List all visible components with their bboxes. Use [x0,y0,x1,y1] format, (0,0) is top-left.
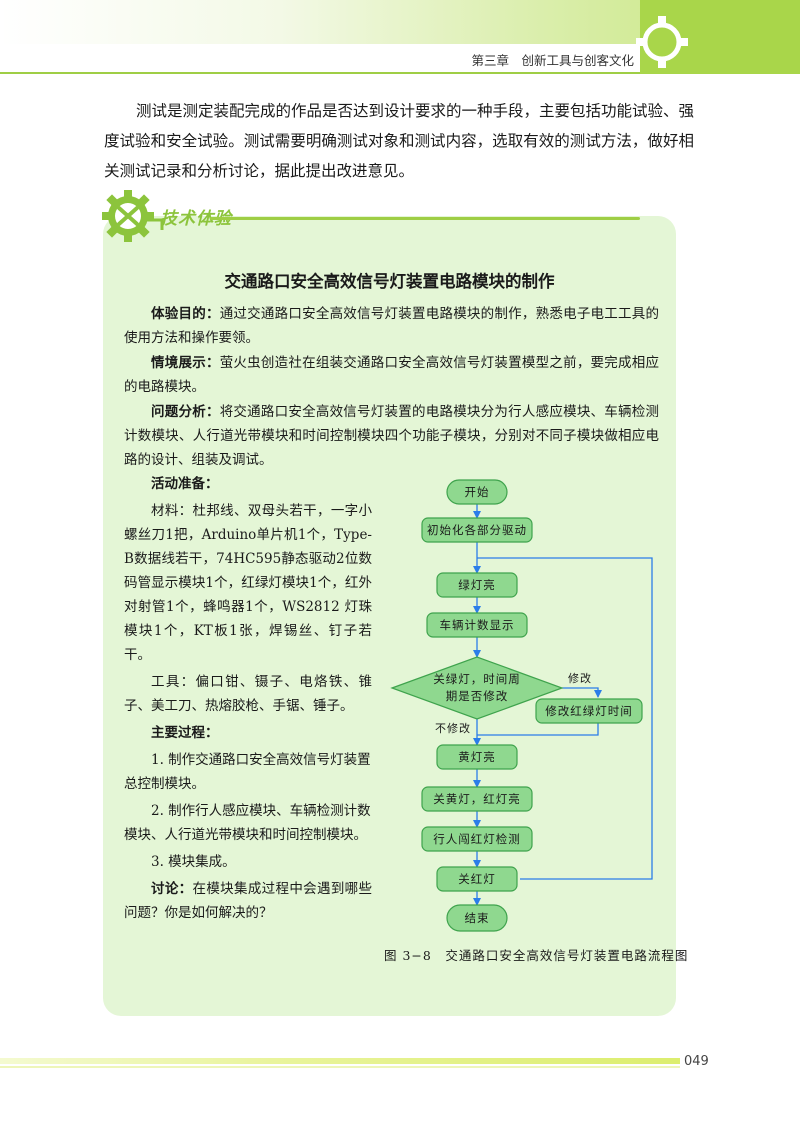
figure-caption: 图 3−8 交通路口安全高效信号灯装置电路流程图 [384,948,689,963]
analysis-text: 将交通路口安全高效信号灯装置的电路模块分为行人感应模块、车辆检测计数模块、人行道… [124,404,660,468]
analysis-paragraph: 问题分析：将交通路口安全高效信号灯装置的电路模块分为行人感应模块、车辆检测计数模… [124,400,659,472]
activity-panel [103,216,676,1016]
flow-label-count: 车辆计数显示 [440,618,515,632]
process-step: 1. 制作交通路口安全高效信号灯装置总控制模块。 [124,752,371,792]
flow-label-no: 不修改 [435,721,471,735]
flow-node-red-off [436,866,518,892]
flow-arrow-modify [562,687,602,698]
flow-loop-arrow [477,557,653,880]
flow-node-ped [421,826,533,852]
flow-label-green: 绿灯亮 [458,578,496,592]
flow-node-start [446,479,508,505]
analysis-label: 问题分析： [151,404,220,420]
flow-label-init: 初始化各部分驱动 [427,523,527,537]
flow-node-green [436,572,518,598]
flow-node-yellow-off [421,786,533,812]
discussion-paragraph: 讨论：在模块集成过程中会遇到哪些问题？你是如何解决的？ [124,877,372,925]
intro-paragraph: 测试是测定装配完成的作品是否达到设计要求的一种手段，主要包括功能试验、强度试验和… [104,102,695,180]
discussion-text: 在模块集成过程中会遇到哪些问题？你是如何解决的？ [124,881,372,921]
page-number: 049 [684,1054,709,1069]
flow-node-end [446,904,508,932]
header-corner-block [640,0,800,74]
flow-node-yellow [436,744,518,770]
flow-label-yellow-off: 关黄灯，红灯亮 [433,792,521,806]
footer-rule [0,1066,680,1068]
section-badge-rule [210,217,640,220]
tool-gear-icon [102,190,164,242]
header-rule [0,72,640,74]
section-badge-title: 技术体验 [160,209,232,229]
gear-icon [636,16,688,68]
process-heading: 主要过程： [151,725,219,741]
prep-heading: 活动准备： [151,476,219,492]
flow-label-end: 结束 [465,911,490,925]
flow-label-modify: 修改红绿灯时间 [545,704,633,718]
context-text: 萤火虫创造社在组装交通路口安全高效信号灯装置模型之前，要完成相应的电路模块。 [124,355,660,395]
process-step: 3. 模块集成。 [151,854,236,870]
flow-node-decision [390,656,564,720]
activity-details: 活动准备： 材料：杜邦线、双母头若干，一字小螺丝刀1把，Arduino单片机1个… [124,472,372,928]
flowchart: 开始 初始化各部分驱动 绿灯亮 车辆计数显示 关绿灯，时间周 期是否修改 修改红… [390,479,653,932]
goal-text: 通过交通路口安全高效信号灯装置电路模块的制作，熟悉电子电工工具的使用方法和操作要… [124,306,660,346]
flow-node-modify [535,698,643,724]
flow-label-red-off: 关红灯 [458,872,496,886]
footer-band [0,1058,680,1064]
flow-label-ped: 行人闯红灯检测 [433,832,521,846]
goal-paragraph: 体验目的：通过交通路口安全高效信号灯装置电路模块的制作，熟悉电子电工工具的使用方… [124,302,659,350]
flow-label-decision-1: 关绿灯，时间周 [433,672,521,686]
flow-label-start: 开始 [465,485,490,499]
chapter-title: 第三章 创新工具与创客文化 [471,53,634,68]
flow-label-yellow: 黄灯亮 [458,750,496,764]
flow-label-yes: 修改 [568,671,592,685]
context-paragraph: 情境展示：萤火虫创造社在组装交通路口安全高效信号灯装置模型之前，要完成相应的电路… [124,351,659,399]
context-label: 情境展示： [151,355,220,371]
flow-arrow-modify-return [477,723,599,736]
goal-label: 体验目的： [151,306,220,322]
discussion-label: 讨论： [151,881,193,897]
process-step: 2. 制作行人感应模块、车辆检测计数模块、人行道光带模块和时间控制模块。 [124,803,371,843]
flow-label-decision-2: 期是否修改 [446,689,509,703]
flow-node-init [421,517,533,543]
activity-title: 交通路口安全高效信号灯装置电路模块的制作 [224,272,555,291]
materials-paragraph: 材料：杜邦线、双母头若干，一字小螺丝刀1把，Arduino单片机1个，Type-… [124,503,372,663]
tools-paragraph: 工具：偏口钳、镊子、电烙铁、锥子、美工刀、热熔胶枪、手锯、锤子。 [124,674,372,714]
flow-node-count [426,612,528,638]
